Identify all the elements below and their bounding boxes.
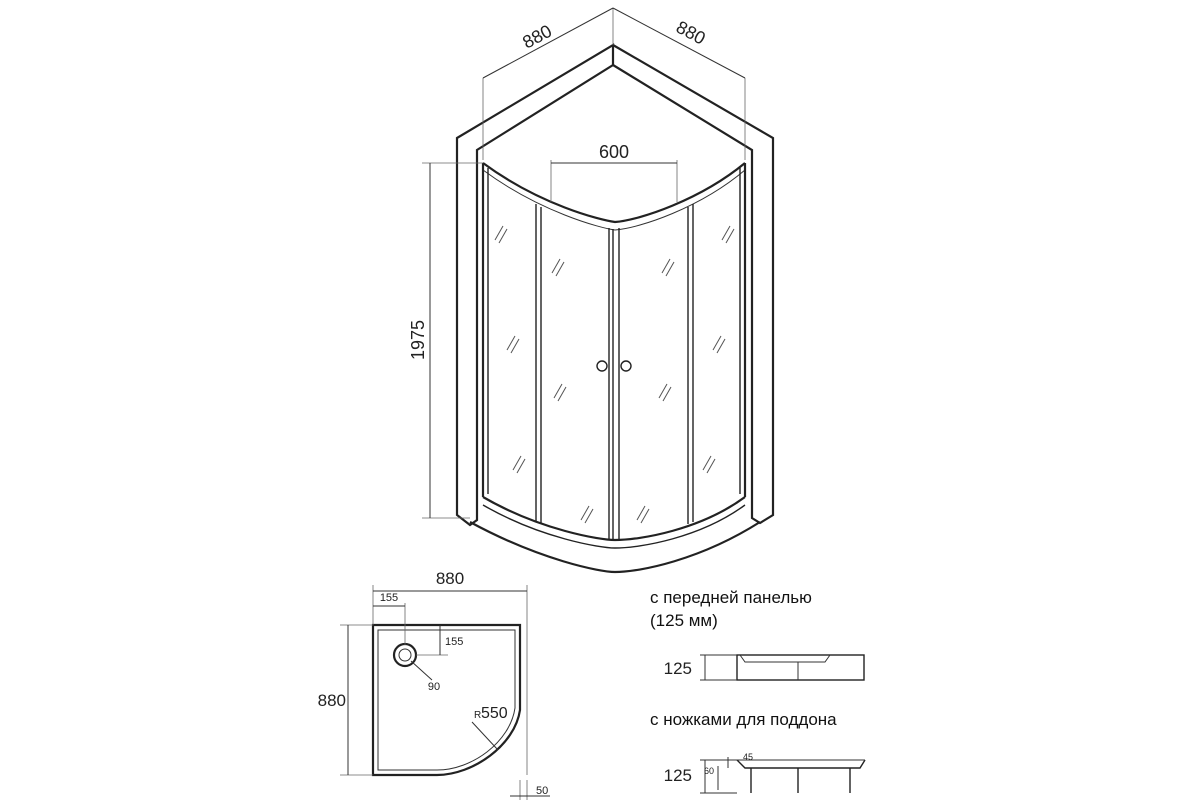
dim-tray-rim-label: 50 xyxy=(536,785,548,797)
dim-cabin-width-left-label: 880 xyxy=(519,21,555,53)
dim-tray-depth: 880 xyxy=(318,624,373,776)
front-panel-variant-subtitle: (125 мм) xyxy=(650,611,718,630)
dim-cabin-height: 1975 xyxy=(408,162,483,519)
dim-drain-x-label: 155 xyxy=(380,592,398,604)
front-panel-height-label: 125 xyxy=(664,659,692,678)
legs-variant-title: с ножками для поддона xyxy=(650,710,837,729)
tray-plan-view: 880 880 155 155 90 R 550 xyxy=(318,569,550,800)
dim-drain-x: 155 xyxy=(373,592,406,645)
dim-cabin-width-right-label: 880 xyxy=(673,17,709,49)
dim-tray-depth-label: 880 xyxy=(318,691,346,710)
dim-door-opening: 600 xyxy=(550,142,678,202)
dim-tray-width-label: 880 xyxy=(436,569,464,588)
dim-tray-radius-prefix: R xyxy=(474,710,481,721)
tray-inner-outline xyxy=(377,629,516,771)
cabin-view: 880 880 600 1975 xyxy=(408,7,775,574)
legs-variant-drawing: 125 60 45 xyxy=(664,752,866,794)
dim-drain-y-label: 155 xyxy=(445,636,463,648)
bottom-rail xyxy=(482,496,746,542)
dim-drain-diameter: 90 xyxy=(410,660,440,693)
dim-tray-radius-value: 550 xyxy=(481,705,508,722)
drain-inner-circle xyxy=(398,648,412,662)
front-panel-tray-rim xyxy=(739,654,831,663)
tray-outline xyxy=(371,623,522,777)
legs-sub-dim-b-label: 45 xyxy=(743,752,753,762)
legs-height-label: 125 xyxy=(664,766,692,785)
legs-tray-body xyxy=(736,759,866,769)
left-wall-outline xyxy=(455,43,615,527)
glass-reflections xyxy=(494,225,735,524)
right-door-handle xyxy=(620,360,632,372)
dim-tray-width: 880 xyxy=(372,569,528,775)
dim-drain-diameter-label: 90 xyxy=(428,681,440,693)
top-rail xyxy=(482,162,746,224)
legs-sub-dim-a-label: 60 xyxy=(704,766,714,776)
left-door-handle xyxy=(596,360,608,372)
front-panel-variant-title: с передней панелью xyxy=(650,588,812,607)
dim-door-opening-label: 600 xyxy=(599,142,629,162)
dim-tray-radius: R 550 xyxy=(471,705,508,751)
front-panel-variant-drawing: 125 xyxy=(664,654,865,681)
dim-drain-y: 155 xyxy=(416,625,463,656)
dim-tray-rim: 50 xyxy=(510,780,550,800)
tray-front-edge xyxy=(482,504,746,549)
tray-bottom-edge xyxy=(469,521,761,574)
top-rail-inner xyxy=(482,169,746,231)
front-panel-tray-body xyxy=(736,654,865,681)
dim-cabin-height-label: 1975 xyxy=(408,320,428,360)
